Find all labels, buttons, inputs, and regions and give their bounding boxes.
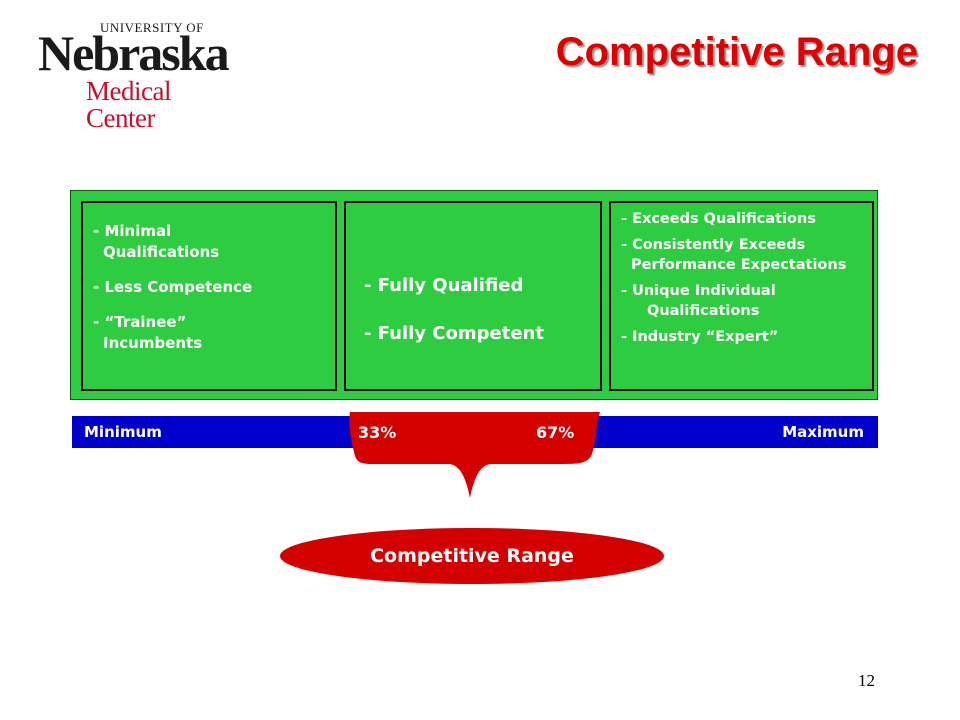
slide-title: Competitive Range bbox=[555, 30, 918, 74]
box-right-line-3: Performance Expectations bbox=[631, 257, 847, 273]
logo-medical-center: Medical Center bbox=[86, 76, 171, 133]
box-left-line-3: - Less Competence bbox=[93, 278, 253, 296]
qualification-panel: - Minimal Qualifications - Less Competen… bbox=[70, 190, 878, 400]
logo-nebraska: Nebraska bbox=[38, 25, 230, 81]
box-left-line-5: Incumbents bbox=[103, 334, 203, 352]
unmc-logo: UNIVERSITY OF Nebraska Medical Center bbox=[38, 20, 230, 132]
box-below-range: - Minimal Qualifications - Less Competen… bbox=[81, 201, 337, 391]
box-left-line-1: - Minimal bbox=[93, 222, 172, 240]
oval-label: Competitive Range bbox=[370, 545, 574, 567]
box-middle-line-2: - Fully Competent bbox=[364, 323, 544, 344]
range-67-percent: 67% bbox=[536, 423, 575, 442]
box-competitive: - Fully Qualified - Fully Competent bbox=[344, 201, 602, 391]
range-33-percent: 33% bbox=[358, 423, 397, 442]
competitive-range-callout: 33% 67% bbox=[342, 412, 602, 502]
box-right-line-6: - Industry “Expert” bbox=[621, 329, 779, 345]
box-right-line-5: Qualifications bbox=[647, 303, 760, 319]
callout-shape bbox=[349, 412, 600, 498]
box-middle-line-1: - Fully Qualified bbox=[364, 275, 524, 296]
range-minimum-label: Minimum bbox=[84, 423, 162, 441]
range-maximum-label: Maximum bbox=[782, 423, 864, 441]
box-above-range: - Exceeds Qualifications - Consistently … bbox=[609, 201, 874, 391]
box-left-line-4: - “Trainee” bbox=[93, 313, 187, 331]
box-right-line-1: - Exceeds Qualifications bbox=[621, 211, 816, 227]
competitive-range-oval: Competitive Range bbox=[280, 528, 664, 584]
box-right-line-2: - Consistently Exceeds bbox=[621, 237, 806, 253]
box-right-line-4: - Unique Individual bbox=[621, 283, 776, 299]
logo-university-of: UNIVERSITY OF bbox=[100, 20, 204, 35]
box-left-line-2: Qualifications bbox=[103, 243, 220, 261]
page-number: 12 bbox=[858, 671, 875, 690]
